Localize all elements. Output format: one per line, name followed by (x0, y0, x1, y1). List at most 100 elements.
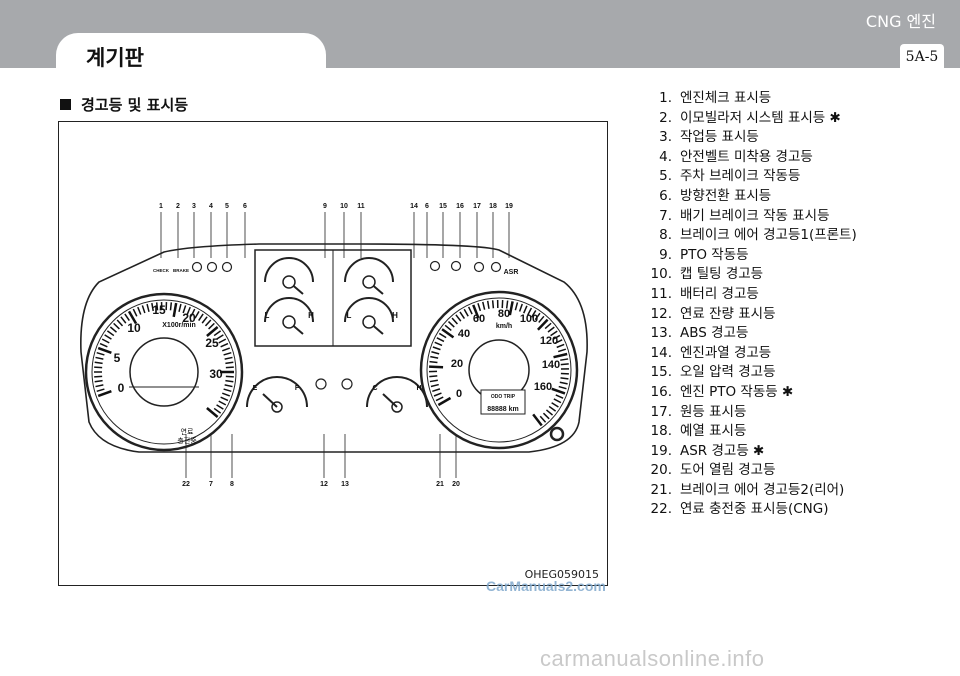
temp-gauge-label-c: C (372, 385, 377, 392)
fuel-gauge-label-e: E (253, 385, 258, 392)
warning-lamp-icon (191, 261, 203, 273)
speedometer-tick (429, 379, 438, 383)
tachometer-tick (95, 384, 104, 388)
legend-item-text: 이모빌라저 시스템 표시등 ✱ (680, 109, 841, 126)
speedometer-tick (429, 360, 438, 364)
legend-item-number: 9. (659, 246, 672, 263)
legend-item-number: 5. (659, 168, 672, 185)
tachometer-number: 10 (127, 321, 141, 335)
speedometer-tick (554, 339, 563, 344)
speedometer-tick (537, 318, 549, 331)
gauge-label-l: L (265, 311, 270, 320)
warning-lamp-icon (221, 261, 233, 273)
speedometer-tick (557, 348, 567, 353)
callout-number: 5 (225, 203, 229, 210)
speedometer-tick (467, 306, 473, 315)
speedometer-number: 80 (498, 308, 510, 320)
tachometer-tick (220, 342, 229, 348)
watermark-carmanualsonline[interactable]: carmanualsonline.info (540, 646, 765, 671)
gauge-label-h: H (308, 311, 314, 320)
callout-number: 6 (243, 203, 247, 210)
tachometer-tick (208, 322, 215, 330)
speedometer-tick (523, 305, 528, 314)
callout-number: 9 (323, 203, 327, 210)
callout-number: 14 (410, 203, 418, 210)
callout-number: 8 (230, 481, 234, 488)
legend-item: 16.엔진 PTO 작동등 ✱ (644, 383, 944, 403)
tachometer-tick (151, 302, 154, 312)
speedometer-number: 140 (542, 359, 560, 371)
speedometer-tick (432, 388, 441, 392)
small-gauge-arc (344, 257, 394, 283)
speedometer-tick (436, 337, 445, 343)
speedometer-tick (547, 326, 555, 333)
tachometer-number: 0 (118, 381, 125, 395)
legend-item-number: 14. (650, 344, 672, 361)
tachometer-tick (113, 322, 120, 330)
cluster-housing (80, 243, 588, 453)
legend-item-number: 17. (650, 403, 672, 420)
legend-item-text: 엔진체크 표시등 (680, 90, 772, 106)
legend-item-text: 작업등 표시등 (680, 129, 759, 146)
speedometer-tick (538, 315, 545, 323)
tachometer-tick (223, 351, 232, 356)
tachometer-tick (97, 389, 112, 398)
asr-lamp-text: ASR (504, 269, 519, 276)
speedometer-tick (434, 341, 443, 347)
callout-number: 15 (439, 203, 447, 210)
tachometer-tick (225, 379, 234, 383)
tachometer-tick (224, 384, 233, 388)
tachometer-tick (172, 302, 178, 318)
tachometer-tick (178, 303, 182, 313)
tachometer-tick (206, 407, 219, 418)
speedometer-tick (429, 365, 444, 369)
tachometer-tick (109, 326, 117, 333)
speedometer-tick (444, 324, 452, 331)
odometer-digits: 88888 km (487, 406, 519, 413)
legend-item-text: ASR 경고등 ✱ (680, 442, 765, 459)
legend-item: 7.배기 브레이크 작동 표시등 (644, 207, 944, 227)
legend-item-number: 6. (659, 187, 672, 204)
speedometer-tick (514, 302, 519, 311)
legend-item-number: 21. (650, 481, 672, 498)
speedometer-tick (551, 387, 566, 395)
brake-lamp-text: BRAKE (173, 268, 189, 273)
legend-item-text: 도어 열림 경고등 (680, 462, 776, 479)
small-gauge-arc (264, 297, 314, 323)
callout-number: 19 (505, 203, 513, 210)
tachometer-tick (146, 303, 150, 313)
speedometer-tick (539, 415, 547, 423)
tachometer-tick (94, 379, 103, 383)
warning-lamp-icon (429, 260, 441, 272)
legend-item: 11.배터리 경고등 (644, 285, 944, 305)
tachometer-tick (94, 366, 103, 369)
legend-item: 6.방향전환 표시등 (644, 187, 944, 207)
speedometer-tick (430, 355, 439, 359)
tachometer-bezel (84, 292, 244, 452)
temp-gauge-needle (382, 393, 398, 408)
odometer-label: ODO TRIP (491, 394, 516, 400)
speedometer-tick (429, 375, 438, 378)
speedometer-number: 100 (520, 313, 538, 325)
legend-item-text: 주차 브레이크 작동등 (680, 168, 801, 185)
chapter-title: CNG 엔진 (865, 12, 936, 31)
legend-item-number: 18. (650, 423, 672, 440)
tachometer-number: 30 (209, 367, 223, 381)
speedometer-number: 160 (534, 381, 552, 393)
legend-item: 1.엔진체크 표시등 (644, 89, 944, 109)
warning-lamp-icon (450, 260, 462, 272)
speedometer-number: 120 (540, 335, 558, 347)
speedometer-tick (560, 377, 569, 380)
square-bullet-icon (60, 99, 71, 110)
tachometer-tick (222, 392, 231, 397)
speedometer-tick (560, 358, 569, 361)
speedometer-tick (435, 396, 444, 402)
watermark-carmanuals2[interactable]: CarManuals2.com (486, 578, 606, 594)
legend-item: 17.원등 표시등 (644, 403, 944, 423)
legend-item-number: 13. (650, 325, 672, 342)
legend-item-text: 배기 브레이크 작동 표시등 (680, 207, 830, 224)
small-gauge-hub (362, 275, 376, 289)
speedometer-tick (437, 396, 452, 407)
speedometer-tick (472, 304, 480, 319)
